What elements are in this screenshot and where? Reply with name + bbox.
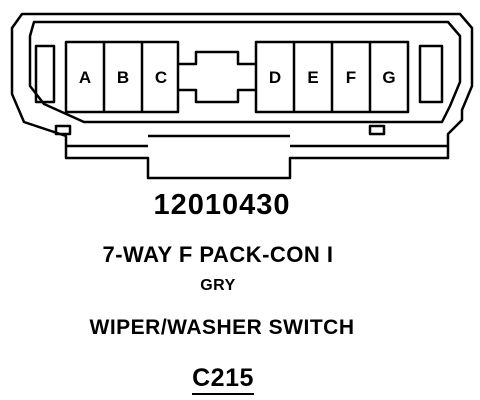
connector-housing-outline [10,12,474,180]
cavity-label-c: C [155,68,167,87]
part-number: 12010430 [153,189,291,221]
connector-id: C215 [0,364,463,395]
cavity-label-f: F [346,68,356,87]
connector-color: GRY [200,277,236,294]
latch-tab-right [368,124,386,136]
connector-id-text: C215 [192,364,254,395]
cavity-label-d: D [269,68,281,87]
cavity-label-g: G [382,68,395,87]
cavity-label-e: E [307,68,318,87]
connector-inner-shell [28,20,462,124]
cavity-label-a: A [79,68,91,87]
side-slot-right [418,44,444,104]
connector-description: 7-WAY F PACK-CON I [102,242,334,267]
latch-tab-left [54,124,72,136]
side-slot-left [34,44,56,104]
cavity-block-left [64,40,180,114]
cavity-labels: A B C D E F G [79,68,396,87]
center-keyway [178,50,256,104]
connector-function: WIPER/WASHER SWITCH [89,316,355,339]
cavity-label-b: B [117,68,129,87]
